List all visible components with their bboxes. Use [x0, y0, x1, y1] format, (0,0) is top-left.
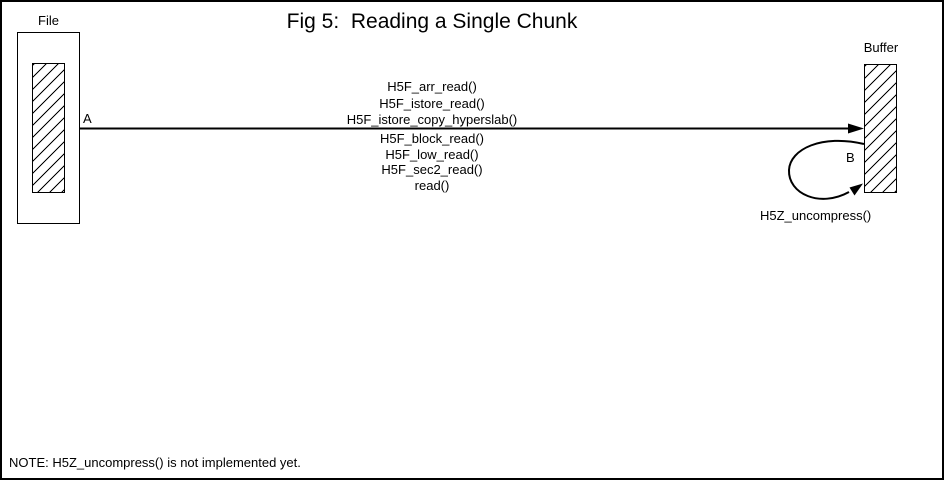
- note-text: NOTE: H5Z_uncompress() is not implemente…: [9, 455, 301, 470]
- file-chunk-hatched: [32, 63, 65, 193]
- read-arrow-head: [848, 123, 864, 134]
- uncompress-label: H5Z_uncompress(): [760, 208, 872, 223]
- call-stack-item: H5F_arr_read(): [387, 79, 477, 94]
- call-stack-below: H5F_block_read() H5F_low_read() H5F_sec2…: [232, 131, 632, 193]
- call-stack-item: H5F_istore_read(): [379, 95, 485, 111]
- figure-title: Fig 5: Reading a Single Chunk: [286, 10, 578, 33]
- call-stack-item: H5F_istore_copy_hyperslab(): [346, 112, 518, 127]
- point-label-b: B: [846, 150, 855, 165]
- call-stack-item: H5F_block_read(): [379, 131, 485, 146]
- buffer-box-hatched: [864, 64, 897, 193]
- buffer-label: Buffer: [863, 40, 899, 55]
- call-stack-item: H5F_sec2_read(): [381, 162, 483, 177]
- uncompress-loop-arrow-head: [849, 183, 863, 196]
- call-stack-above: H5F_arr_read() H5F_istore_read() H5F_ist…: [232, 79, 632, 129]
- file-label: File: [38, 13, 59, 28]
- call-stack-item: H5F_low_read(): [385, 146, 479, 162]
- call-stack-item: read(): [414, 177, 450, 193]
- point-label-a: A: [83, 111, 92, 126]
